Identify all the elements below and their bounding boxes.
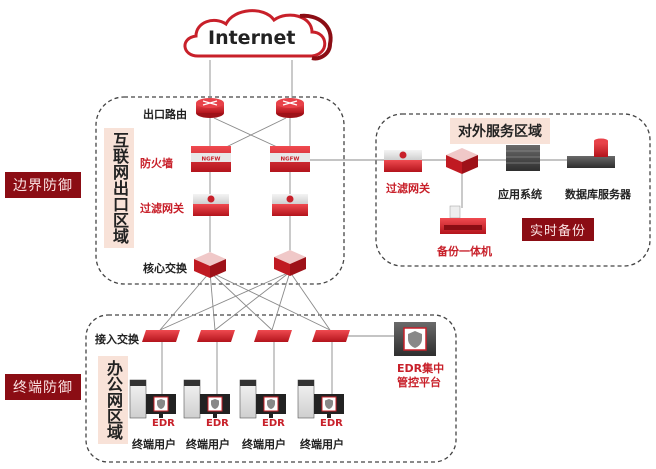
svg-text:NGFW: NGFW — [281, 157, 300, 163]
edr-platform-label-line1: EDR集中 — [397, 362, 445, 375]
egress-router-label: 出口路由 — [143, 108, 187, 121]
service-switch-icon — [446, 148, 478, 174]
edr-platform-label-line2: 管控平台 — [397, 376, 441, 389]
edr-agent-label: EDR — [320, 418, 343, 429]
filter-gateway-icon — [272, 194, 308, 216]
edr-agent-label: EDR — [206, 418, 229, 429]
external-service-zone-border — [375, 113, 651, 267]
backup-appliance-label: 备份一体机 — [437, 245, 492, 258]
firewall-label: 防火墙 — [140, 157, 173, 170]
database-server-icon — [567, 138, 615, 168]
office-zone-border — [85, 314, 457, 463]
core-switch-label: 核心交换 — [143, 262, 187, 275]
db-server-label: 数据库服务器 — [565, 188, 631, 201]
edr-platform-server-icon — [394, 322, 436, 356]
internet-egress-zone-title: 互联网出口区域 — [104, 128, 134, 248]
access-switch-icon — [312, 330, 350, 342]
endpoint-defense-badge: 终端防御 — [5, 374, 81, 400]
access-switch-icon — [254, 330, 292, 342]
app-system-label: 应用系统 — [498, 188, 542, 201]
access-switch-icon — [197, 330, 235, 342]
external-filter-gateway-icon — [384, 150, 422, 172]
app-system-server-icon — [506, 145, 540, 171]
endpoint-user-label: 终端用户 — [300, 438, 344, 451]
endpoint-user-label: 终端用户 — [242, 438, 286, 451]
external-filter-gateway-label: 过滤网关 — [386, 182, 430, 195]
egress-router-icon — [196, 98, 224, 118]
core-switch-icon — [274, 250, 306, 276]
access-switch-label: 接入交换 — [95, 333, 139, 346]
firewall-icon: NGFW — [191, 146, 231, 172]
internet-egress-zone-border — [95, 96, 345, 285]
endpoint-user-label: 终端用户 — [132, 438, 176, 451]
filter-gateway-label: 过滤网关 — [140, 202, 184, 215]
internet-cloud-icon — [183, 9, 333, 61]
endpoint-user-label: 终端用户 — [186, 438, 230, 451]
filter-gateway-icon — [193, 194, 229, 216]
endpoint-computer-icon — [239, 379, 286, 419]
svg-text:NGFW: NGFW — [202, 157, 221, 163]
office-zone-title: 办公网区域 — [98, 356, 128, 444]
external-service-zone-title: 对外服务区域 — [450, 118, 550, 144]
realtime-backup-badge: 实时备份 — [522, 218, 595, 241]
endpoint-computer-icon — [129, 379, 176, 419]
core-switch-icon — [194, 252, 226, 278]
access-switch-icon — [142, 330, 180, 342]
firewall-icon: NGFW — [270, 146, 310, 172]
edr-agent-label: EDR — [262, 418, 285, 429]
internet-label: Internet — [208, 27, 296, 49]
endpoint-computer-icon — [297, 379, 344, 419]
border-defense-badge: 边界防御 — [5, 172, 81, 198]
egress-router-icon — [276, 98, 304, 118]
endpoint-computer-icon — [183, 379, 230, 419]
edr-agent-label: EDR — [152, 418, 175, 429]
backup-appliance-icon — [440, 205, 486, 234]
